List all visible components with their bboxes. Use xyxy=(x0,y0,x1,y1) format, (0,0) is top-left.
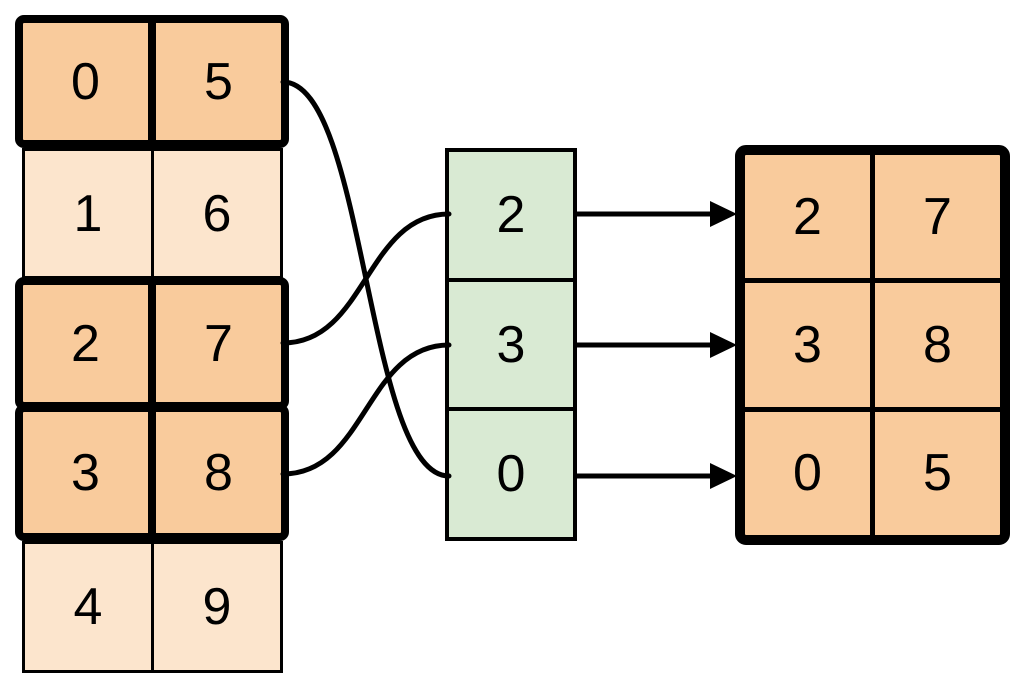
source-cell: 3 xyxy=(71,443,100,502)
cell-divider xyxy=(148,23,156,140)
arrow-index0-to-result xyxy=(577,463,737,489)
arrow-index3-to-result xyxy=(577,332,737,358)
result-cell: 7 xyxy=(923,187,952,246)
index-column: 2 3 0 xyxy=(445,148,577,541)
curve-row0-to-index0 xyxy=(280,79,452,479)
curve-row3-to-index3 xyxy=(280,342,452,477)
result-cell: 8 xyxy=(923,315,952,374)
source-cell: 9 xyxy=(202,578,232,636)
source-cell: 8 xyxy=(204,443,233,502)
cell-divider xyxy=(148,412,156,533)
source-row-2: 2 7 xyxy=(15,277,289,410)
result-row-0: 2 7 xyxy=(745,155,1000,279)
result-row-1: 3 8 xyxy=(745,283,1000,407)
result-cell: 3 xyxy=(793,315,822,374)
cell-divider xyxy=(870,283,875,407)
result-cell: 2 xyxy=(793,187,822,246)
result-table: 2 7 3 8 0 5 xyxy=(735,145,1010,545)
cell-divider xyxy=(151,151,154,276)
index-cell-2: 0 xyxy=(496,445,526,504)
source-row-0: 0 5 xyxy=(15,15,289,148)
cell-divider xyxy=(449,407,573,412)
cell-divider xyxy=(449,277,573,282)
source-cell: 6 xyxy=(202,184,232,243)
cell-divider xyxy=(745,278,1000,284)
source-cell: 0 xyxy=(71,52,100,111)
result-cell: 0 xyxy=(793,444,822,503)
source-cell: 5 xyxy=(204,52,233,111)
cell-divider xyxy=(151,544,154,670)
curve-row2-to-index2 xyxy=(280,211,452,346)
source-cell: 1 xyxy=(73,184,103,243)
result-row-2: 0 5 xyxy=(745,411,1000,535)
source-cell: 7 xyxy=(204,314,233,373)
source-row-1: 1 6 xyxy=(22,148,283,279)
index-cell-0: 2 xyxy=(496,185,526,244)
cell-divider xyxy=(870,411,875,535)
arrow-index2-to-result xyxy=(577,201,737,227)
source-cell: 2 xyxy=(71,314,100,373)
cell-divider xyxy=(745,406,1000,412)
cell-divider xyxy=(870,155,875,279)
source-row-4: 4 9 xyxy=(22,541,283,673)
result-cell: 5 xyxy=(923,444,952,503)
source-cell: 4 xyxy=(73,578,103,636)
index-cell-1: 3 xyxy=(496,315,526,374)
source-row-3: 3 8 xyxy=(15,404,289,541)
cell-divider xyxy=(148,285,156,402)
